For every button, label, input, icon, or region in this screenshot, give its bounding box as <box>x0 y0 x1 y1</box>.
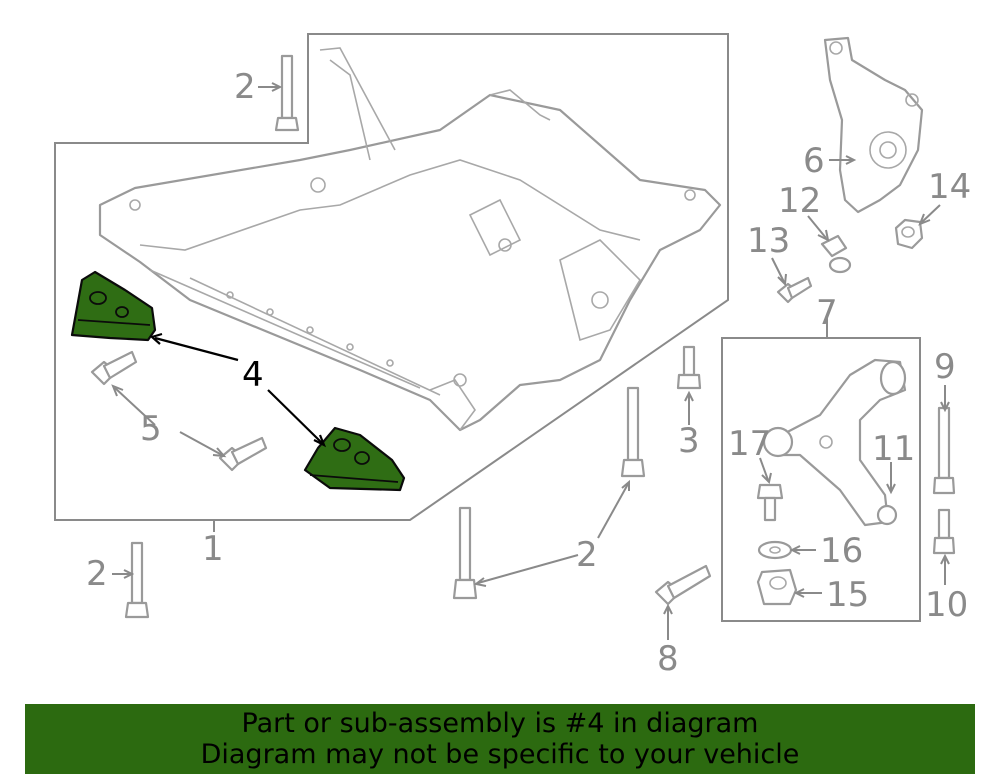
subframe <box>98 47 722 432</box>
bolt-2-mid <box>452 506 478 600</box>
bolt-10 <box>932 508 956 555</box>
bushing-15 <box>756 568 798 606</box>
bolt-5-a <box>90 350 138 386</box>
callout-6: 6 <box>803 141 825 181</box>
callout-13: 13 <box>747 221 790 261</box>
subframe-group-box <box>54 33 729 521</box>
callout-2-mid: 2 <box>576 535 598 575</box>
bracket-upper-highlighted <box>70 270 157 342</box>
steering-knuckle <box>823 36 924 214</box>
leader-lines <box>111 82 950 640</box>
callout-15: 15 <box>826 575 869 615</box>
bolt-3 <box>676 345 702 390</box>
bolt-2-left <box>124 541 150 619</box>
banner-line-2: Diagram may not be specific to your vehi… <box>200 739 800 770</box>
washer-16 <box>757 540 793 560</box>
callout-3: 3 <box>678 421 700 461</box>
bolt-8 <box>654 564 712 606</box>
callout-8: 8 <box>657 639 679 679</box>
callout-11: 11 <box>872 429 915 469</box>
callout-17: 17 <box>728 424 771 464</box>
parts-diagram: 1 2 2 2 3 4 5 6 7 8 9 10 11 12 13 14 15 … <box>54 33 971 679</box>
control-arm-group-box <box>721 337 921 622</box>
bolt-9 <box>932 406 956 495</box>
callout-2-top: 2 <box>234 67 256 107</box>
bolt-2-right <box>620 386 646 478</box>
callout-14: 14 <box>928 167 971 207</box>
bolt-5-b <box>218 436 268 472</box>
callout-2-left: 2 <box>86 554 108 594</box>
callout-9: 9 <box>934 347 956 387</box>
nut-14 <box>894 218 924 250</box>
lower-control-arm <box>762 358 907 527</box>
bolt-17 <box>756 483 784 522</box>
clamp-12 <box>820 234 852 274</box>
callout-10: 10 <box>925 585 968 625</box>
banner-line-1: Part or sub-assembly is #4 in diagram <box>241 708 759 739</box>
bolt-2-top <box>274 54 300 132</box>
callout-12: 12 <box>778 181 821 221</box>
callout-5: 5 <box>140 409 162 449</box>
leader-lines-part-4 <box>149 332 327 448</box>
callout-16: 16 <box>820 531 863 571</box>
info-banner: Part or sub-assembly is #4 in diagram Di… <box>25 704 975 774</box>
callout-1: 1 <box>202 529 224 569</box>
callout-4: 4 <box>242 355 264 395</box>
bolt-13 <box>776 276 813 304</box>
callout-7: 7 <box>816 293 838 333</box>
